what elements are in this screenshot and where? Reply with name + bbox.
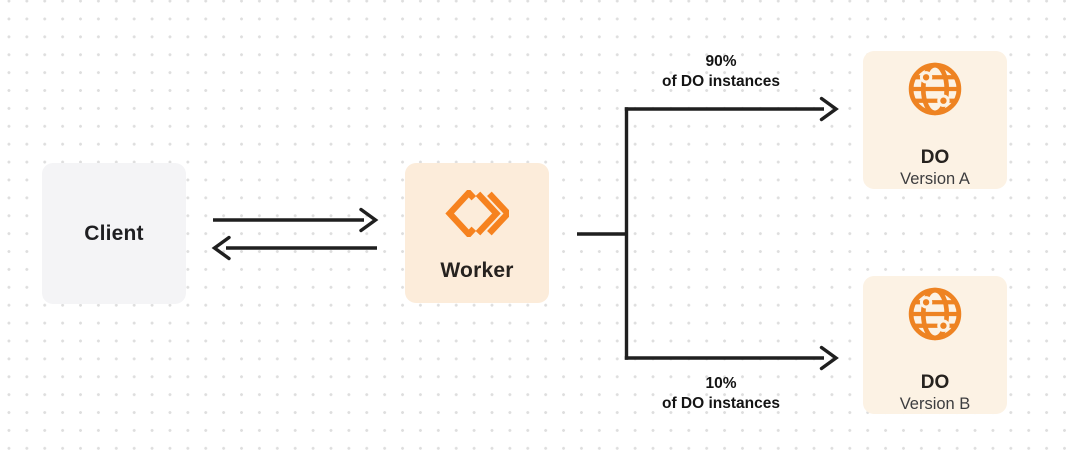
do-b-title: DO — [920, 372, 950, 393]
bottom-branch-percentage-label: 10% of DO instances — [606, 374, 836, 414]
bottom-branch-caption: of DO instances — [662, 395, 780, 412]
durable-object-globe-icon — [905, 284, 965, 349]
do-b-subtitle: Version B — [899, 395, 971, 413]
worker-node: Worker — [405, 163, 549, 303]
cloudflare-workers-icon — [445, 188, 513, 242]
bottom-branch-percent: 10% — [705, 375, 737, 392]
durable-object-globe-icon — [905, 59, 965, 124]
client-to-worker-arrow — [213, 207, 379, 233]
branch-arrow-to-version-a — [624, 96, 839, 122]
do-a-subtitle: Version A — [900, 170, 970, 188]
worker-to-client-arrow — [211, 235, 377, 261]
client-label: Client — [84, 221, 144, 245]
branch-trunk-line — [577, 107, 629, 360]
top-branch-percent: 90% — [705, 53, 737, 70]
do-version-a-node: DO Version A — [863, 51, 1007, 189]
top-branch-percentage-label: 90% of DO instances — [606, 52, 836, 92]
client-node: Client — [42, 163, 186, 304]
do-version-b-node: DO Version B — [863, 276, 1007, 414]
do-a-title: DO — [920, 147, 950, 168]
worker-label: Worker — [440, 259, 514, 282]
branch-arrow-to-version-b — [624, 345, 839, 371]
top-branch-caption: of DO instances — [662, 73, 780, 90]
